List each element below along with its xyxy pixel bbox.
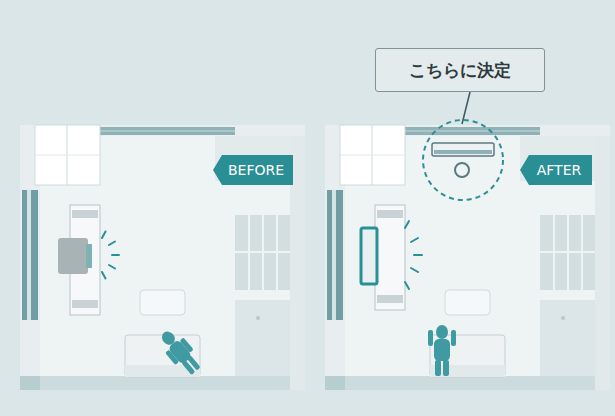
state-tag: AFTER [520, 155, 592, 185]
tag-fill [520, 155, 592, 185]
tag-label: BEFORE [222, 162, 284, 178]
callout-text: こちらに決定 [409, 59, 511, 82]
tag-fill [213, 155, 293, 185]
state-tag: BEFORE [213, 155, 293, 185]
tag-label: AFTER [531, 162, 582, 178]
callout-box: こちらに決定 [375, 48, 545, 92]
